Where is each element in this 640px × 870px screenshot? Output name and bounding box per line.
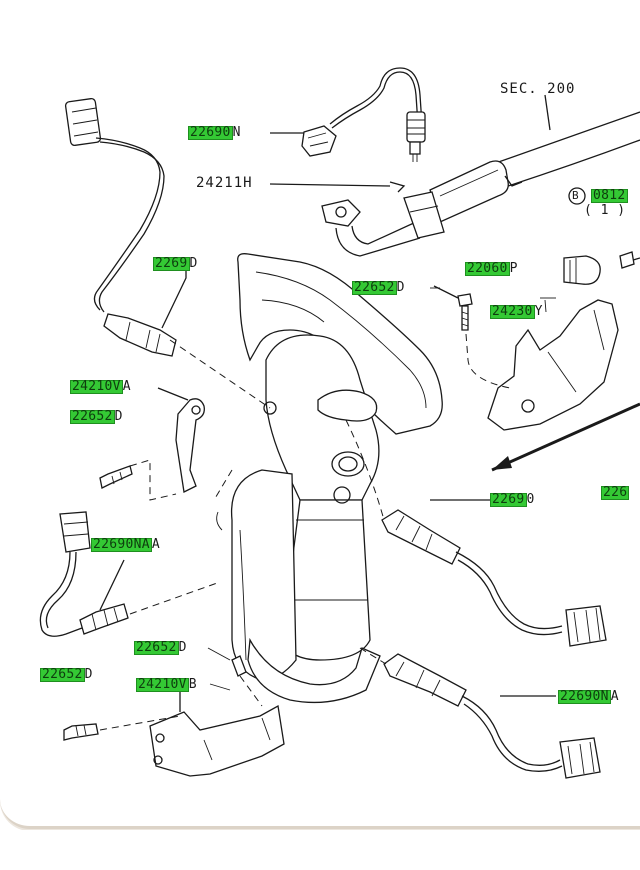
callout-22652d-center-code: 22652 — [134, 640, 179, 655]
callout-22652d-left-code: 22652 — [70, 409, 115, 424]
callout-22690na-left-suffix: A — [151, 537, 161, 552]
callout-0812[interactable]: 0812 — [591, 189, 628, 203]
exhaust-diagram — [39, 67, 640, 779]
dashed-leaders — [99, 333, 511, 731]
callout-226-edge[interactable]: 226 — [601, 485, 630, 500]
part-24211h-label: 24211H — [196, 175, 253, 191]
callout-22690-right-suffix: 0 — [526, 492, 535, 507]
page-footer-space — [0, 830, 640, 870]
sensor-22690na-right-assembly — [383, 653, 601, 779]
exhaust-front-tube — [269, 94, 640, 257]
callout-24230y-suffix: Y — [534, 304, 543, 319]
callout-22060p-code: 22060 — [465, 261, 510, 276]
callout-22690n-code: 22690 — [188, 125, 233, 140]
sensor-22690na-left-assembly — [39, 511, 129, 637]
bolt-b-quantity: ( 1 ) — [584, 203, 626, 218]
callout-22060p-suffix: P — [509, 261, 518, 276]
sensor-22690-right-assembly — [381, 499, 607, 647]
bracket-24210va — [99, 387, 205, 493]
callout-0812-code: 0812 — [591, 188, 628, 203]
callout-226-edge-code: 226 — [601, 485, 630, 500]
front-arrow — [491, 402, 640, 472]
sensor-22690d-assembly — [64, 97, 187, 357]
callout-22690na-left-code: 22690NA — [91, 537, 152, 552]
callout-24210vb-code: 24210V — [136, 677, 189, 692]
sec-200-label: SEC. 200 — [500, 81, 576, 97]
callout-22652d-center-suffix: D — [178, 640, 187, 655]
callout-24210va-code: 24210V — [70, 379, 123, 394]
callout-22652d-lowleft-suffix: D — [84, 667, 93, 682]
callout-22690-right-code: 2269 — [490, 492, 527, 507]
callout-24230y-code: 24230 — [490, 304, 535, 319]
callout-22690n-suffix: N — [232, 125, 241, 140]
callout-22652d-top-code: 22652 — [352, 280, 397, 295]
bolt-b-symbol: B — [572, 189, 580, 202]
bracket-24210vb — [63, 655, 285, 777]
callout-22690na-right-code: 22690N — [558, 689, 611, 704]
callout-22690na-right-suffix: A — [610, 689, 619, 704]
callout-22652d-lowleft-code: 22652 — [40, 667, 85, 682]
manifold-catalyst — [216, 334, 381, 704]
callout-22690-upper-suffix: D — [189, 256, 198, 271]
callout-24210vb-suffix: B — [188, 677, 197, 692]
callout-24210va-suffix: A — [122, 379, 131, 394]
callout-22690-upper-code: 2269 — [153, 256, 190, 271]
sensor-22690n-assembly — [270, 67, 426, 162]
bracket-24230y — [487, 251, 640, 431]
callout-22652d-top-suffix: D — [396, 280, 405, 295]
bolt-22652d-top — [433, 285, 473, 331]
callout-22652d-left-suffix: D — [114, 409, 123, 424]
